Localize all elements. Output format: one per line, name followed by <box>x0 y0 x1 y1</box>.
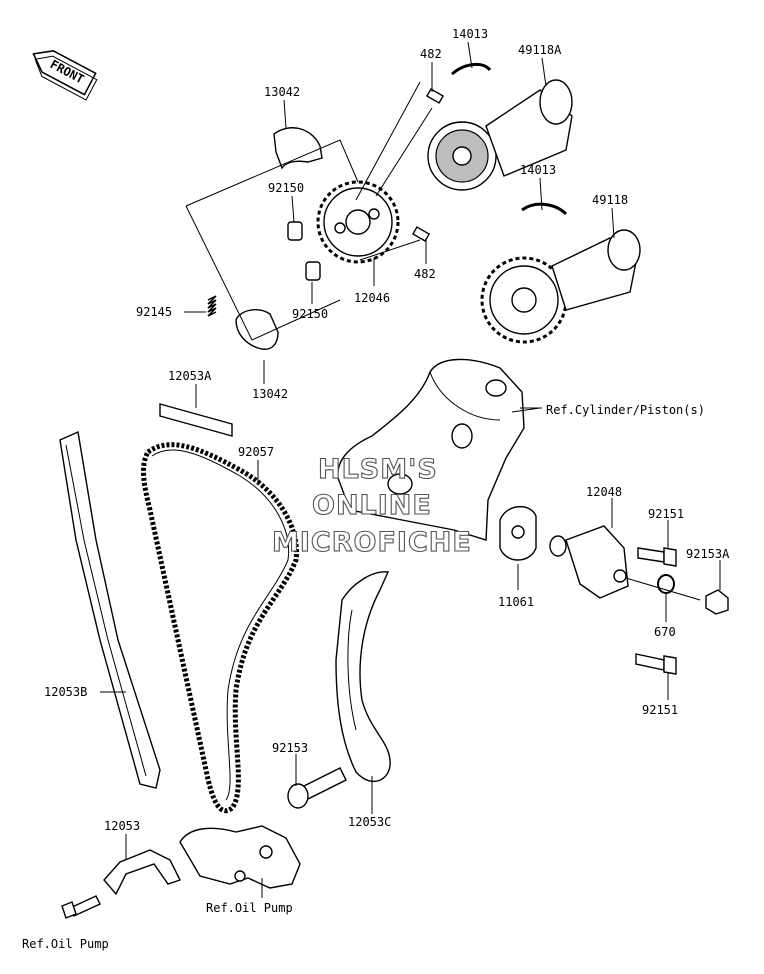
label-ref-oil-pump-left: Ref.Oil Pump <box>22 937 109 951</box>
cam-sprocket-12046 <box>316 180 400 264</box>
key-482-bottom <box>411 226 431 242</box>
label-92151-top: 92151 <box>648 507 684 521</box>
label-12053b: 12053B <box>44 685 87 699</box>
label-92057: 92057 <box>238 445 274 459</box>
bolt-92151-top <box>637 547 677 567</box>
label-ref-cylinder: Ref.Cylinder/Piston(s) <box>546 403 705 417</box>
label-14013-top: 14013 <box>452 27 488 41</box>
oil-pump <box>179 825 301 889</box>
camshaft-49118a <box>427 79 573 191</box>
cam-cap-14013-top <box>451 63 492 76</box>
bracket-12053 <box>103 849 181 896</box>
label-482-top: 482 <box>420 47 442 61</box>
label-92150-top: 92150 <box>268 181 304 195</box>
cam-chain-92057 <box>141 442 299 814</box>
cylinder-head <box>337 358 525 541</box>
label-12046: 12046 <box>354 291 390 305</box>
label-49118: 49118 <box>592 193 628 207</box>
watermark-line-2: ONLINE <box>312 490 432 521</box>
label-12053: 12053 <box>104 819 140 833</box>
label-12048: 12048 <box>586 485 622 499</box>
watermark: HLSM'S ONLINE MICROFICHE <box>271 453 472 558</box>
decompressor-13042-bottom <box>235 309 279 350</box>
decompressor-13042-top <box>273 127 323 170</box>
label-ref-oil-pump-right: Ref.Oil Pump <box>206 901 293 915</box>
front-arrow-icon: FRONT <box>32 50 98 101</box>
chain-tensioner-guide-12053c <box>335 571 391 783</box>
guide-12053a <box>159 403 233 437</box>
chain-guide-12053b <box>59 430 161 789</box>
label-670: 670 <box>654 625 676 639</box>
label-13042-top: 13042 <box>264 85 300 99</box>
bolt-92153 <box>287 767 347 809</box>
leader-lines <box>100 41 721 898</box>
key-482-top <box>425 88 445 104</box>
label-92153a: 92153A <box>686 547 730 561</box>
bolt-92151-bottom <box>635 653 677 675</box>
camshaft-49118 <box>480 229 641 344</box>
label-12053a: 12053A <box>168 369 212 383</box>
bolt-oil-pump <box>61 895 101 919</box>
watermark-line-3: MICROFICHE <box>272 527 472 558</box>
label-12053c: 12053C <box>348 815 391 829</box>
bolt-92150-top <box>287 221 303 241</box>
chain-tensioner-12048 <box>549 525 629 599</box>
spring-92145 <box>207 295 217 317</box>
label-92153: 92153 <box>272 741 308 755</box>
bolt-92150-bottom <box>305 261 321 281</box>
part-labels: 14013 49118A 482 13042 92150 14013 49118… <box>22 27 730 951</box>
label-13042-bottom: 13042 <box>252 387 288 401</box>
label-92145: 92145 <box>136 305 172 319</box>
label-14013-mid: 14013 <box>520 163 556 177</box>
watermark-line-1: HLSM'S <box>318 454 438 485</box>
nut-92153a <box>705 589 729 615</box>
o-ring-670 <box>657 574 675 594</box>
label-92150-bottom: 92150 <box>292 307 328 321</box>
label-482-bottom: 482 <box>414 267 436 281</box>
label-92151-bottom: 92151 <box>642 703 678 717</box>
label-11061: 11061 <box>498 595 534 609</box>
label-49118a: 49118A <box>518 43 562 57</box>
cam-cap-14013-mid <box>521 202 568 216</box>
